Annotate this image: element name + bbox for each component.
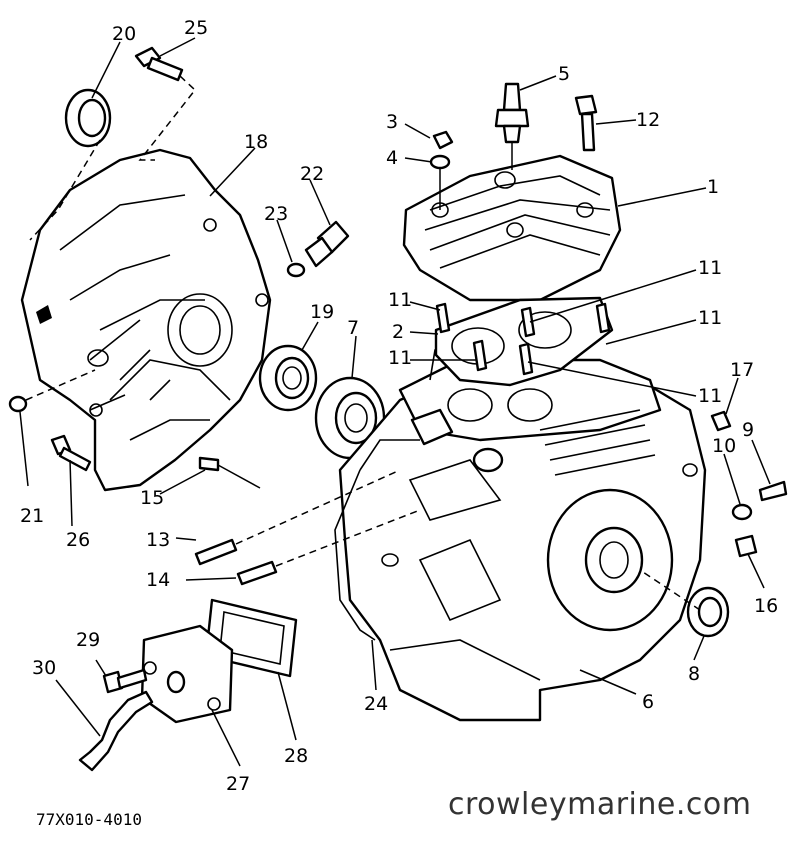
cylinder-head bbox=[402, 154, 622, 302]
small-hardware-right bbox=[639, 410, 788, 638]
drawing-code: 77X010-4010 bbox=[36, 810, 142, 829]
bearing-19 bbox=[258, 344, 318, 412]
callout-21: 21 bbox=[20, 505, 44, 527]
small-hardware-left bbox=[8, 369, 261, 489]
callout-11e: 11 bbox=[698, 385, 722, 407]
drain-plug bbox=[286, 220, 350, 278]
callout-15: 15 bbox=[140, 487, 164, 509]
callout-29: 29 bbox=[76, 629, 100, 651]
callout-labels: 1 2 3 4 5 6 7 8 9 10 11 11 11 11 11 12 1… bbox=[20, 17, 778, 795]
breather-cover bbox=[140, 624, 234, 724]
callout-10: 10 bbox=[712, 435, 736, 457]
callout-23: 23 bbox=[264, 203, 288, 225]
studs bbox=[435, 302, 611, 376]
callout-19: 19 bbox=[310, 301, 334, 323]
leader-lines bbox=[19, 37, 771, 767]
callout-11c: 11 bbox=[698, 257, 722, 279]
callout-14: 14 bbox=[146, 569, 170, 591]
callout-3: 3 bbox=[386, 111, 398, 133]
callout-25: 25 bbox=[184, 17, 208, 39]
callout-24: 24 bbox=[364, 693, 388, 715]
callout-8: 8 bbox=[688, 663, 700, 685]
head-bolt bbox=[574, 94, 598, 152]
callout-9: 9 bbox=[742, 419, 754, 441]
callout-11b: 11 bbox=[388, 347, 412, 369]
callout-2: 2 bbox=[392, 321, 404, 343]
callout-6: 6 bbox=[642, 691, 654, 713]
callout-22: 22 bbox=[300, 163, 324, 185]
callout-1: 1 bbox=[707, 176, 719, 198]
callout-30: 30 bbox=[32, 657, 56, 679]
watermark-text: crowleymarine.com bbox=[448, 787, 752, 822]
callout-17: 17 bbox=[730, 359, 754, 381]
spark-plug bbox=[494, 82, 530, 170]
callout-26: 26 bbox=[66, 529, 90, 551]
nut-washer bbox=[429, 130, 454, 210]
bolt-upper bbox=[29, 46, 197, 241]
callout-27: 27 bbox=[226, 773, 250, 795]
callout-7: 7 bbox=[347, 317, 359, 339]
dowel-pins bbox=[194, 469, 421, 586]
callout-5: 5 bbox=[558, 63, 570, 85]
cylinder-block bbox=[338, 334, 707, 722]
crankcase-cover bbox=[20, 148, 272, 492]
callout-12: 12 bbox=[636, 109, 660, 131]
breather-hose bbox=[78, 668, 154, 772]
callout-4: 4 bbox=[386, 147, 398, 169]
callout-20: 20 bbox=[112, 23, 136, 45]
callout-28: 28 bbox=[284, 745, 308, 767]
callout-18: 18 bbox=[244, 131, 268, 153]
oil-seal-upper bbox=[64, 88, 112, 148]
callout-16: 16 bbox=[754, 595, 778, 617]
callout-11a: 11 bbox=[388, 289, 412, 311]
callout-13: 13 bbox=[146, 529, 170, 551]
crankcase-gasket bbox=[334, 439, 420, 641]
callout-11d: 11 bbox=[698, 307, 722, 329]
